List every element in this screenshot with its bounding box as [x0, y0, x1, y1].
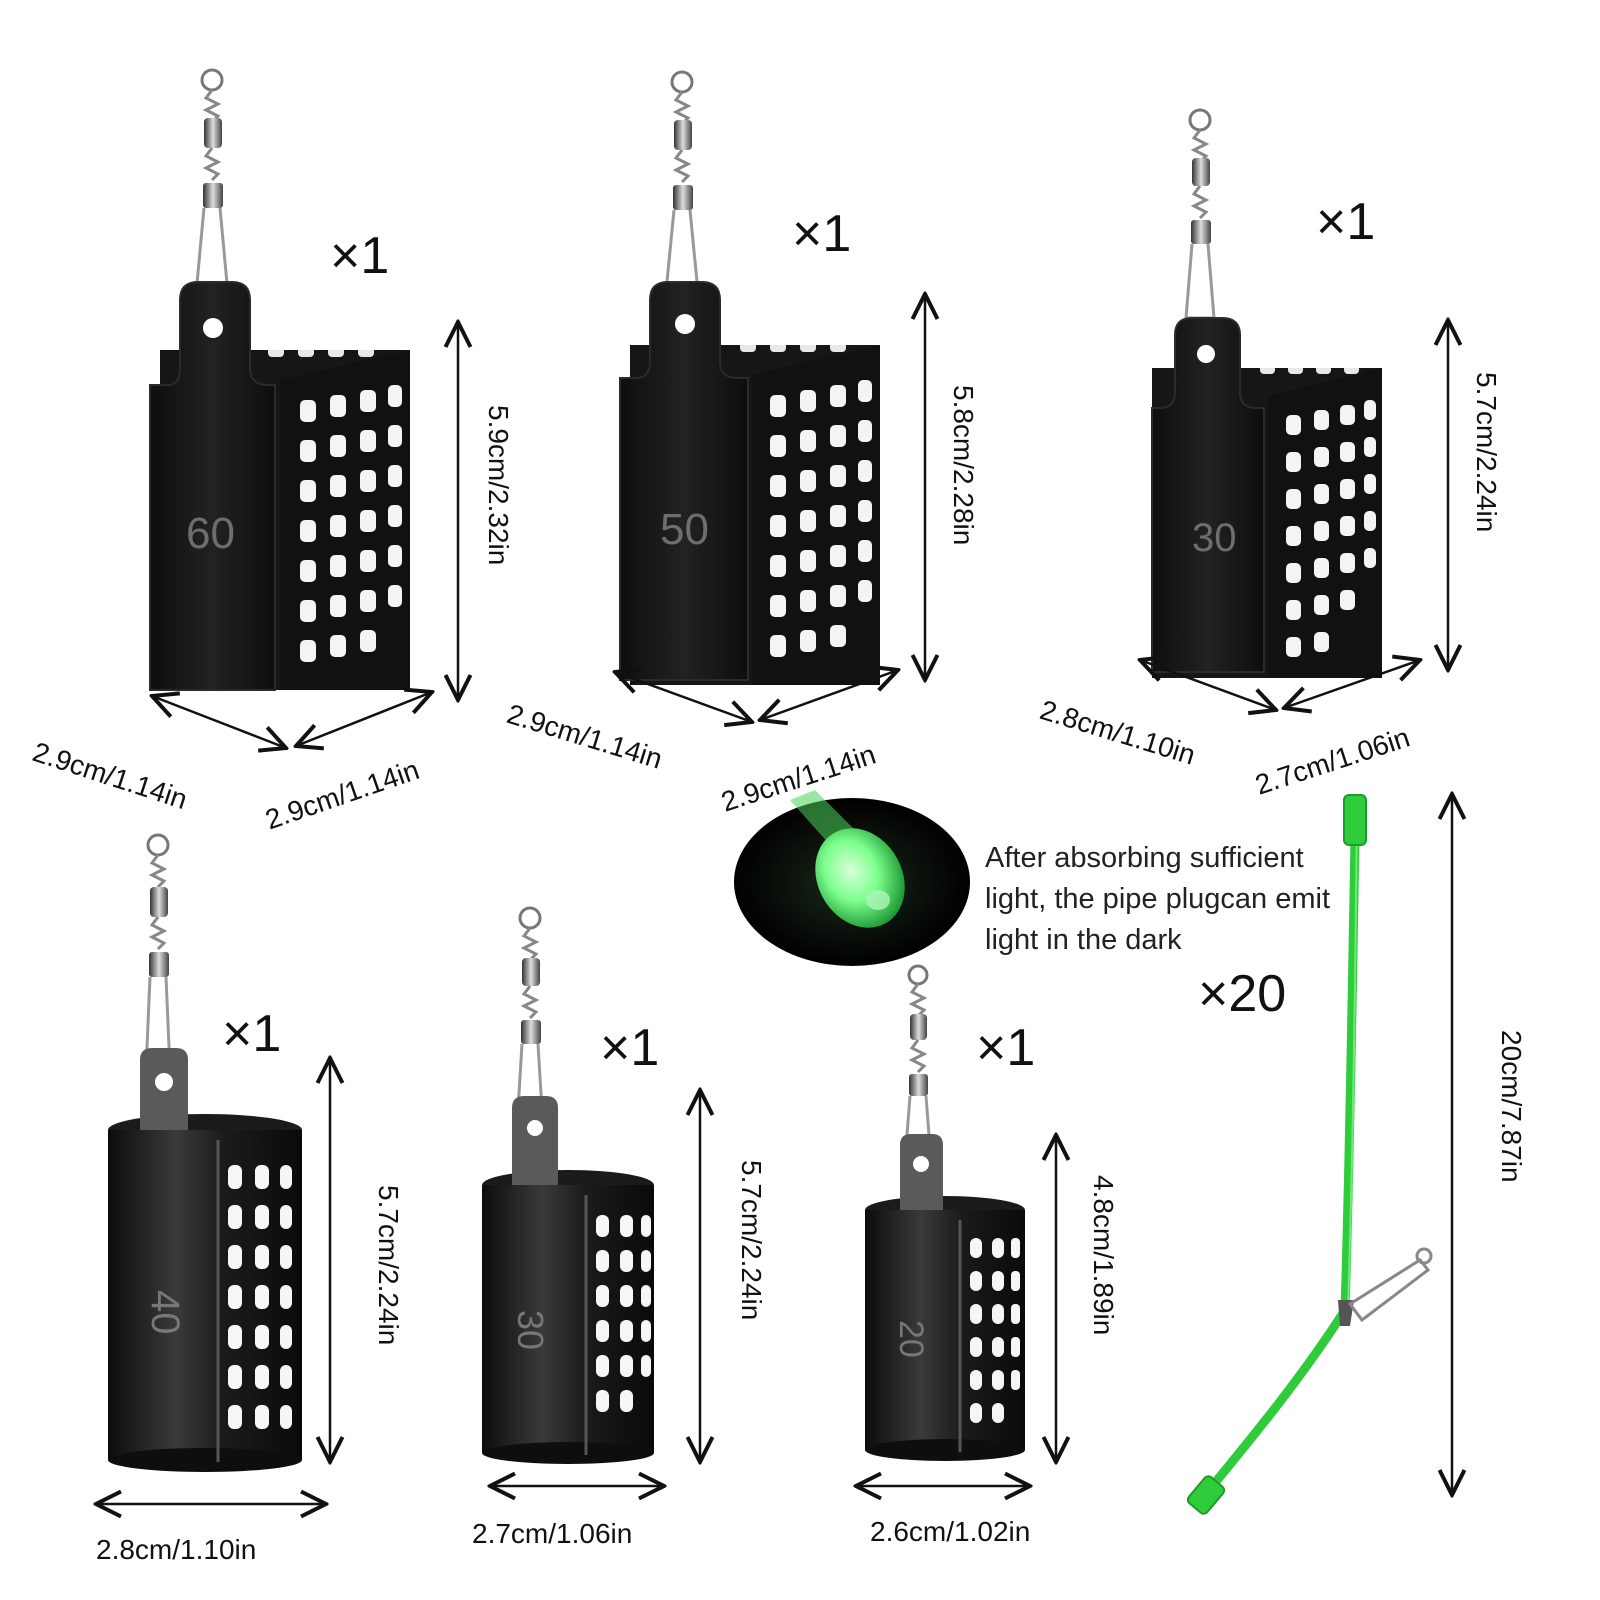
round-feeder-30 [482, 906, 654, 1464]
quantity-tube: ×20 [1198, 965, 1287, 1023]
width-label-rd20: 2.6cm/1.02in [870, 1516, 1031, 1547]
round-feeder-40 [108, 833, 302, 1472]
quantity-sq50: ×1 [792, 205, 852, 263]
glow-in-dark-inset [734, 790, 970, 966]
swivel-clip [904, 964, 932, 1150]
weight-mark-20: 20 [892, 1320, 930, 1358]
quantity-rd40: ×1 [222, 1005, 282, 1063]
weight-mark-50: 50 [660, 505, 709, 554]
height-label-sq60: 5.9cm/2.32in [483, 405, 514, 566]
swivel-clip [194, 68, 230, 296]
height-label-rd20: 4.8cm/1.89in [1088, 1175, 1119, 1336]
height-label-rd40: 5.7cm/2.24in [373, 1185, 404, 1346]
snap-clip [1338, 1247, 1433, 1326]
weight-mark-40: 40 [143, 1290, 187, 1335]
glow-description-line-3: light in the dark [985, 924, 1182, 956]
swivel-clip [664, 70, 700, 294]
height-label-sq50: 5.8cm/2.28in [948, 385, 979, 546]
round-feeder-20 [865, 964, 1025, 1461]
quantity-rd20: ×1 [976, 1019, 1036, 1077]
square-feeder-30 [1151, 108, 1382, 678]
weight-mark-30-round: 30 [510, 1310, 551, 1351]
square-feeder-60 [149, 68, 410, 691]
square-feeder-50 [619, 70, 880, 685]
height-label-sq30: 5.7cm/2.24in [1471, 372, 1502, 533]
anti-tangle-tube [1186, 794, 1433, 1515]
width-label-rd40: 2.8cm/1.10in [96, 1534, 257, 1565]
weight-mark-60: 60 [186, 509, 235, 558]
height-label-rd30: 5.7cm/2.24in [736, 1160, 767, 1321]
swivel-clip [144, 833, 172, 1072]
dimension-arrows [96, 294, 1452, 1504]
quantity-sq60: ×1 [330, 227, 390, 285]
swivel-clip [516, 906, 544, 1112]
swivel-clip [1184, 108, 1216, 320]
quantity-sq30: ×1 [1316, 193, 1376, 251]
glow-description-line-2: light, the pipe plugcan emit [985, 883, 1330, 915]
glow-description: After absorbing sufficient light, the pi… [985, 838, 1405, 961]
length-label-tube: 20cm/7.87in [1496, 1030, 1527, 1183]
quantity-rd30: ×1 [600, 1019, 660, 1077]
weight-mark-30-square: 30 [1192, 516, 1237, 560]
width-label-rd30: 2.7cm/1.06in [472, 1518, 633, 1549]
glow-description-line-1: After absorbing sufficient [985, 842, 1304, 874]
